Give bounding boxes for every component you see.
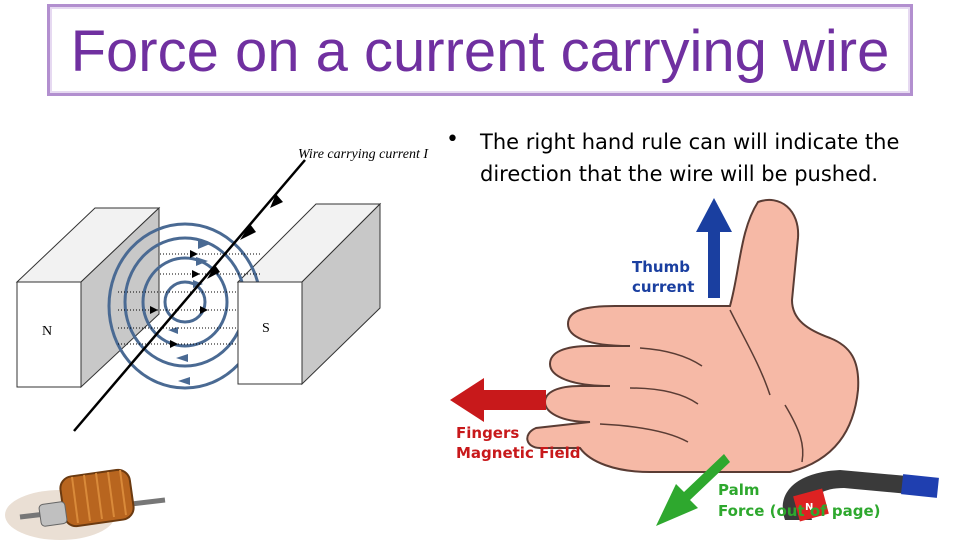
hand-shape (526, 199, 860, 473)
bullet-marker: • (446, 127, 459, 152)
fingers-label-line1: Fingers (456, 424, 519, 442)
thumb-label-line2: current (632, 278, 694, 296)
motor-armature-image (5, 468, 166, 540)
thumb-label-line1: Thumb (632, 258, 690, 276)
wire-arrow-middle (240, 224, 256, 240)
hand-creases (599, 309, 804, 463)
palm-label-line1: Palm (718, 481, 759, 499)
north-label: N (42, 324, 52, 339)
horseshoe-magnet (782, 470, 939, 522)
thumb-arrow (696, 198, 732, 298)
north-magnet (15, 206, 161, 389)
title-box: Force on a current carrying wire (47, 4, 913, 96)
south-label: S (262, 321, 270, 336)
fingers-label-line2: Magnetic Field (456, 444, 581, 462)
magnet-letter: N (805, 502, 813, 513)
wire-label: Wire carrying current I (298, 147, 429, 162)
palm-label-line2: Force (out of page) (718, 502, 881, 520)
wire-arrow-lower (207, 265, 220, 279)
wire-magnet-diagram: N S Wire car (15, 147, 429, 432)
palm-arrow (656, 454, 730, 526)
wire (73, 159, 306, 432)
fingers-arrow (450, 378, 546, 422)
field-lines (107, 222, 263, 390)
right-hand-rule-diagram: Thumb current Fingers Magnetic Field N P… (450, 198, 939, 526)
slide-title: Force on a current carrying wire (70, 19, 890, 84)
bullet-text: The right hand rule can will indicate th… (480, 130, 900, 186)
field-arrowheads (150, 250, 208, 348)
wire-arrow-upper (270, 194, 283, 208)
